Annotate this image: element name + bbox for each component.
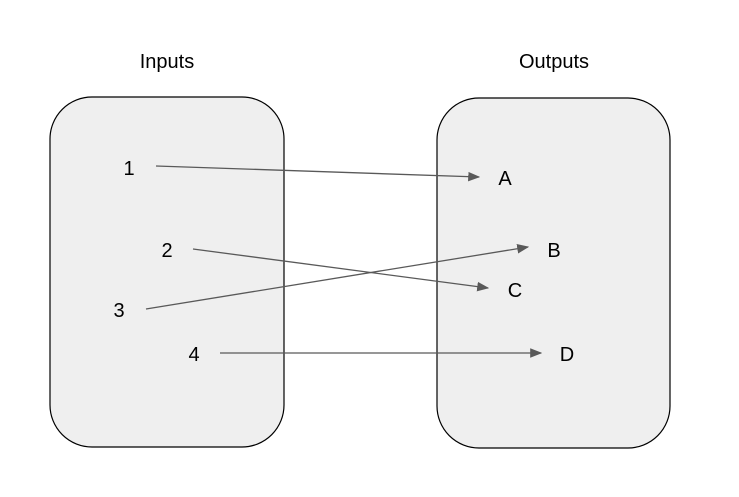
input-item-4: 4 <box>188 344 199 366</box>
output-item-d: D <box>560 344 574 366</box>
input-item-1: 1 <box>123 158 134 180</box>
arrow-2-to-c <box>192 248 490 292</box>
arrow-1-to-a <box>155 165 481 182</box>
outputs-box <box>436 97 671 449</box>
input-item-2: 2 <box>161 240 172 262</box>
inputs-title: Inputs <box>140 51 194 73</box>
inputs-box <box>49 96 285 448</box>
output-item-c: C <box>508 280 522 302</box>
input-item-3: 3 <box>113 300 124 322</box>
output-item-a: A <box>498 168 512 190</box>
arrow-3-to-b <box>145 243 530 310</box>
output-item-b: B <box>547 240 560 262</box>
outputs-title: Outputs <box>519 51 589 73</box>
